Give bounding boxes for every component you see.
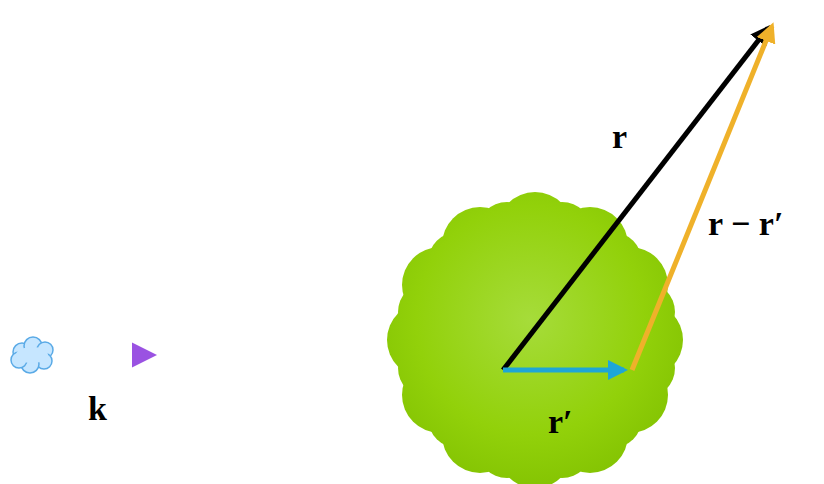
scatterer-blob [387, 192, 683, 484]
vector-label: r − r′ [708, 205, 784, 242]
wave-vector-arrow [54, 351, 152, 359]
source-vector [503, 368, 624, 373]
wave-vector-label: k [88, 390, 107, 427]
position-vector-r [503, 28, 768, 370]
vector-label: r [612, 118, 627, 155]
particle-cloud [11, 337, 53, 373]
difference-vector [632, 26, 772, 370]
vector-label: r′ [548, 403, 573, 440]
